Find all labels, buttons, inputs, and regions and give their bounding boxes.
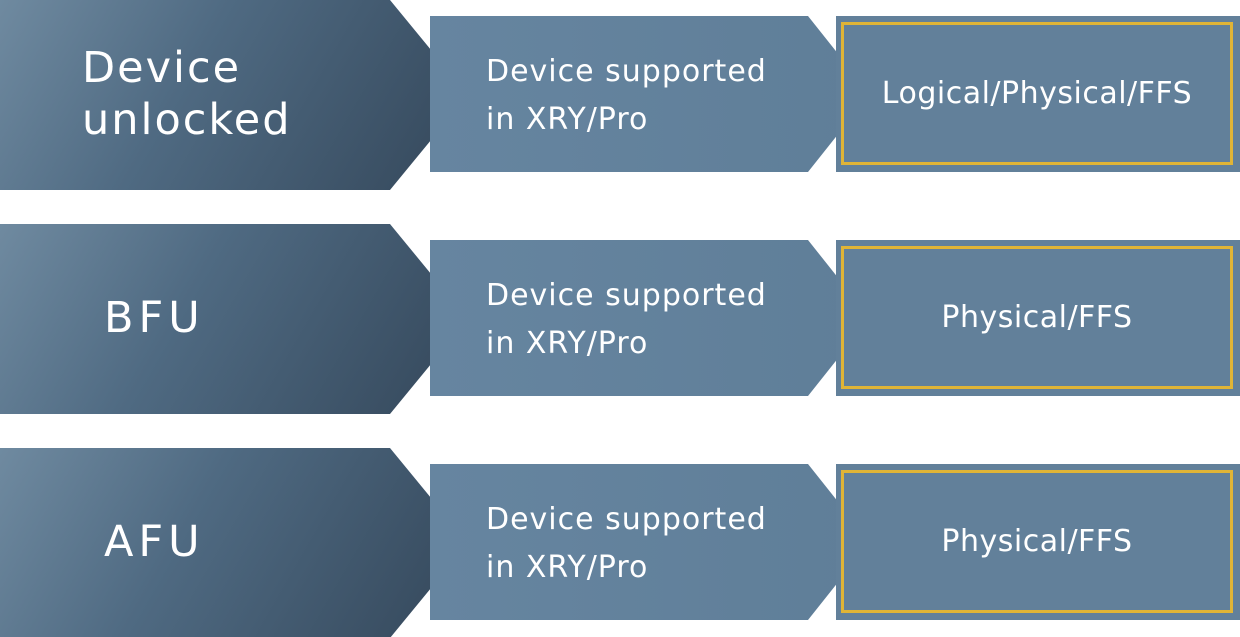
flow-row-afu: AFU Device supported in XRY/Pro Physical… (0, 448, 1240, 637)
support-label: Device supported in XRY/Pro (486, 278, 767, 361)
support-chevron: Device supported in XRY/Pro (430, 464, 870, 620)
extraction-box: Physical/FFS (836, 464, 1240, 620)
device-state-chevron: Device unlocked (0, 0, 468, 190)
extraction-box: Physical/FFS (836, 240, 1240, 396)
support-chevron: Device supported in XRY/Pro (430, 240, 870, 396)
extraction-label: Logical/Physical/FFS (881, 76, 1193, 111)
support-chevron: Device supported in XRY/Pro (430, 16, 870, 172)
extraction-label: Physical/FFS (941, 300, 1133, 335)
extraction-box: Logical/Physical/FFS (836, 16, 1240, 172)
device-state-label: Device unlocked (82, 42, 292, 146)
support-label: Device supported in XRY/Pro (486, 54, 767, 137)
extraction-box-border: Logical/Physical/FFS (841, 22, 1233, 165)
device-state-label-line2: unlocked (82, 95, 292, 145)
device-state-chevron: AFU (0, 448, 468, 637)
flow-row-bfu: BFU Device supported in XRY/Pro Physical… (0, 224, 1240, 414)
device-state-label-line1: Device (82, 43, 242, 93)
device-state-label: AFU (104, 517, 205, 567)
flow-row-device-unlocked: Device unlocked Device supported in XRY/… (0, 0, 1240, 190)
support-label: Device supported in XRY/Pro (486, 502, 767, 585)
extraction-box-border: Physical/FFS (841, 470, 1233, 613)
extraction-label: Physical/FFS (941, 524, 1133, 559)
device-state-chevron: BFU (0, 224, 468, 414)
extraction-box-border: Physical/FFS (841, 246, 1233, 389)
device-state-label: BFU (104, 293, 205, 343)
